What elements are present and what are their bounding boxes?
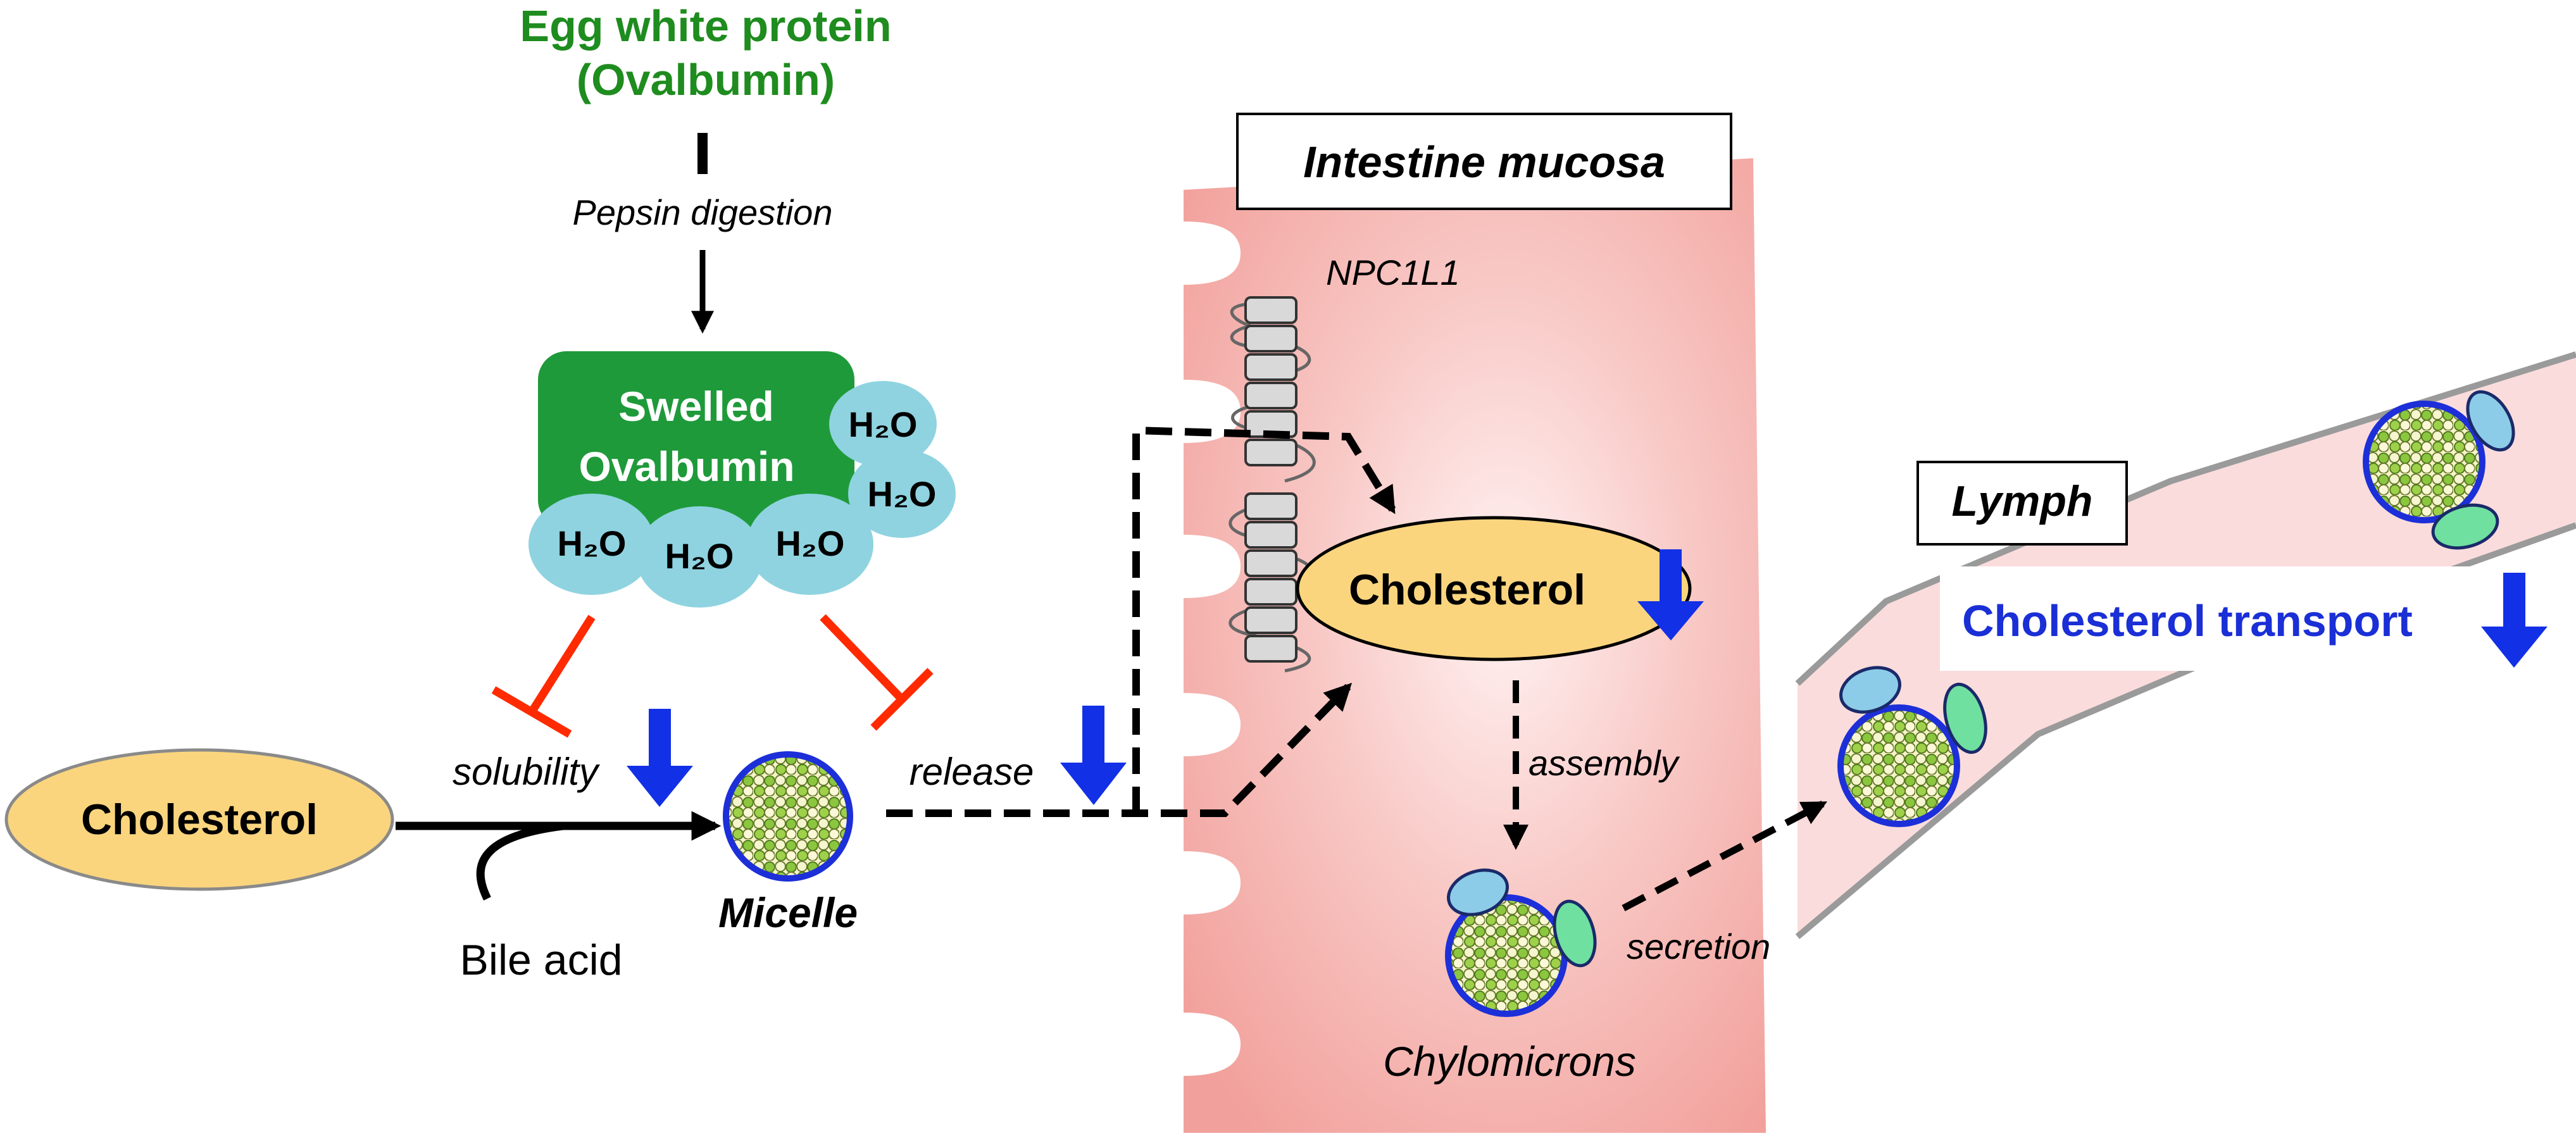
swelled-line1: Swelled [618,383,774,430]
water-molecule: H₂O [747,494,873,595]
solubility-label: solubility [453,751,601,793]
npc1l1-transporter [1229,296,1316,673]
down-arrow-icon [627,709,693,807]
swelled-line2: Ovalbumin [578,443,794,490]
helix-cylinder [1244,549,1297,577]
cholesterol-left-label: Cholesterol [81,796,318,844]
helix-cylinder [1244,521,1297,549]
lymph-title: Lymph [1952,477,2093,525]
transport-label-bg [1940,566,2573,671]
secretion-arrow [1622,801,1828,911]
uptake-dashed-arrow [886,682,1353,817]
lymph-title-box [1916,461,2128,546]
npc1l1-dashed-arrow [1132,426,1396,813]
helix-cylinder [1244,325,1297,353]
water-molecule: H₂O [829,381,937,467]
micelle [723,751,853,882]
transmembrane-helices [1244,296,1297,663]
source-title-line2: (Ovalbumin) [577,55,835,104]
down-arrow-icon [1060,706,1127,805]
helix-cylinder [1244,635,1297,663]
down-arrow-icon [2481,573,2548,668]
inhibit-release [820,614,934,731]
transport-label: Cholesterol transport [1962,596,2413,646]
helix-cylinder [1244,439,1297,466]
helix-cylinder [1244,578,1297,606]
helix-cylinder [1244,382,1297,409]
cholesterol-cell: Cholesterol [1296,516,1704,661]
swelled-ovalbumin: Swelled Ovalbumin H₂O H₂O H₂O H₂O H₂O [528,351,956,608]
secretion-label: secretion [1627,927,1770,966]
npc1l1-label: NPC1L1 [1326,253,1460,292]
source-title-line1: Egg white protein [520,1,891,51]
bile-acid-curve [476,821,564,901]
chylomicron-lymph-lower [1837,666,1987,827]
svg-text:H₂O: H₂O [776,523,845,563]
inhibit-solubility [491,615,596,738]
chylomicron-cell [1445,868,1597,1017]
pepsin-label: Pepsin digestion [573,192,833,232]
svg-text:H₂O: H₂O [868,474,937,514]
release-label: release [910,751,1034,793]
helix-cylinder [1244,606,1297,634]
micelle-label: Micelle [718,889,858,936]
intestine-title-box [1236,113,1732,210]
water-molecule: H₂O [636,506,763,608]
helix-cylinder [1244,353,1297,381]
cholesterol-left: Cholesterol [4,748,394,891]
water-molecule: H₂O [848,449,956,538]
helix-cylinder [1244,296,1297,324]
cholesterol-cell-label: Cholesterol [1349,566,1585,614]
svg-text:H₂O: H₂O [665,536,734,576]
bile-acid-label: Bile acid [460,936,622,984]
chylomicrons-label: Chylomicrons [1383,1038,1636,1085]
down-arrow-icon [1637,549,1704,640]
svg-text:H₂O: H₂O [849,404,918,444]
svg-text:H₂O: H₂O [558,523,627,563]
assembly-label: assembly [1529,743,1680,783]
chylomicron-lymph-upper [2363,390,2515,550]
water-molecule: H₂O [528,494,655,595]
intestine-title: Intestine mucosa [1303,137,1665,187]
helix-cylinder [1244,492,1297,520]
